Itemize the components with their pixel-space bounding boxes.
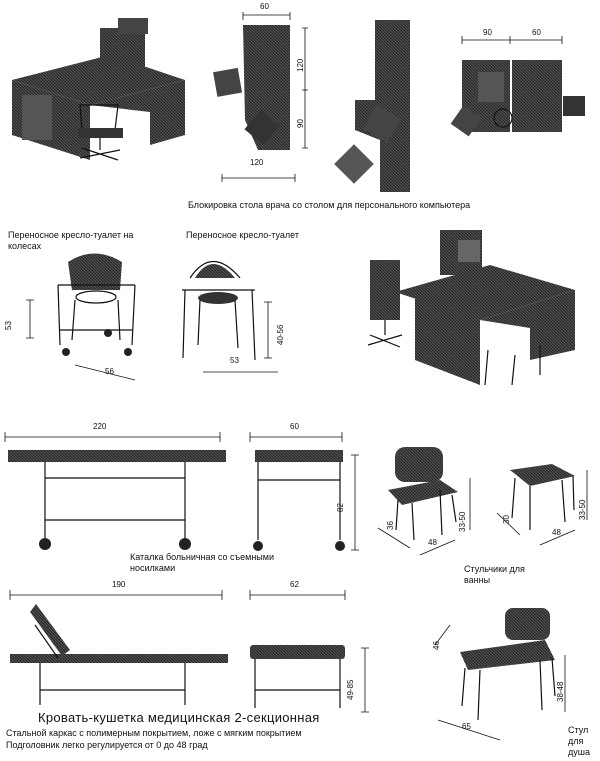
dim-desk-side-120: 120: [296, 58, 305, 72]
dim-commode-h: 40-56: [276, 324, 285, 345]
dim-couch-h: 49-85: [346, 679, 355, 700]
dim-commode-w: 53: [230, 356, 239, 365]
dim-desk-top: 60: [260, 2, 269, 11]
bath-stools-caption: Стульчики для ванны: [464, 564, 525, 585]
dim-commode-wheels-w: 56: [105, 367, 114, 376]
dim-stool2-w: 30: [502, 515, 511, 524]
bath-stools-illustration: [377, 447, 588, 556]
shower-chair-illustration: [434, 608, 566, 741]
commode-wheels-illustration: [26, 253, 136, 381]
dim-gurney-len: 220: [93, 422, 107, 431]
gurney-caption: Каталка больничная со съемными носилками: [130, 552, 274, 573]
commode-wheels-caption: Переносное кресло-туалет на колесах: [8, 230, 134, 251]
dim-commode-wheels-h: 53: [4, 321, 13, 330]
dim-couch-width: 62: [290, 580, 299, 589]
dim-couch-len: 190: [112, 580, 126, 589]
dim-stool2-h: 33-50: [578, 499, 587, 520]
desk-caption: Блокировка стола врача со столом для пер…: [188, 200, 471, 210]
desk-plan-2: [334, 20, 410, 192]
dim-shower-w: 65: [462, 722, 471, 731]
dim-shower-d: 46: [432, 641, 441, 650]
dim-stool1-h: 33-50: [458, 511, 467, 532]
dim-stool2-d: 48: [552, 528, 561, 537]
couch-title: Кровать-кушетка медицинская 2-секционная: [38, 710, 320, 725]
shower-chair-caption: Стул для душа: [568, 725, 590, 757]
medical-couch-illustration: [9, 590, 369, 713]
dim-desk-bottom: 120: [250, 158, 264, 167]
computer-desk-illustration: [367, 230, 575, 386]
commode-illustration: [182, 261, 278, 373]
couch-line1: Стальной каркас с полимерным покрытием, …: [6, 728, 302, 738]
dim-desk-side-90: 90: [296, 119, 305, 128]
dim-stool1-d: 48: [428, 538, 437, 547]
dim-shower-h: 38-48: [556, 681, 565, 702]
gurney-illustration: [4, 432, 359, 551]
commode-caption: Переносное кресло-туалет: [186, 230, 299, 240]
dim-gurney-width: 60: [290, 422, 299, 431]
dim-desk-right-60: 60: [532, 28, 541, 37]
dim-gurney-h: 82: [336, 503, 345, 512]
dim-desk-right-90: 90: [483, 28, 492, 37]
dim-stool1-w: 36: [386, 521, 395, 530]
couch-line2: Подголовник легко регулируется от 0 до 4…: [6, 740, 208, 750]
desk-plan-1: [213, 12, 308, 182]
doctor-desk-illustration: [12, 18, 185, 161]
desk-plan-3: [450, 36, 585, 137]
